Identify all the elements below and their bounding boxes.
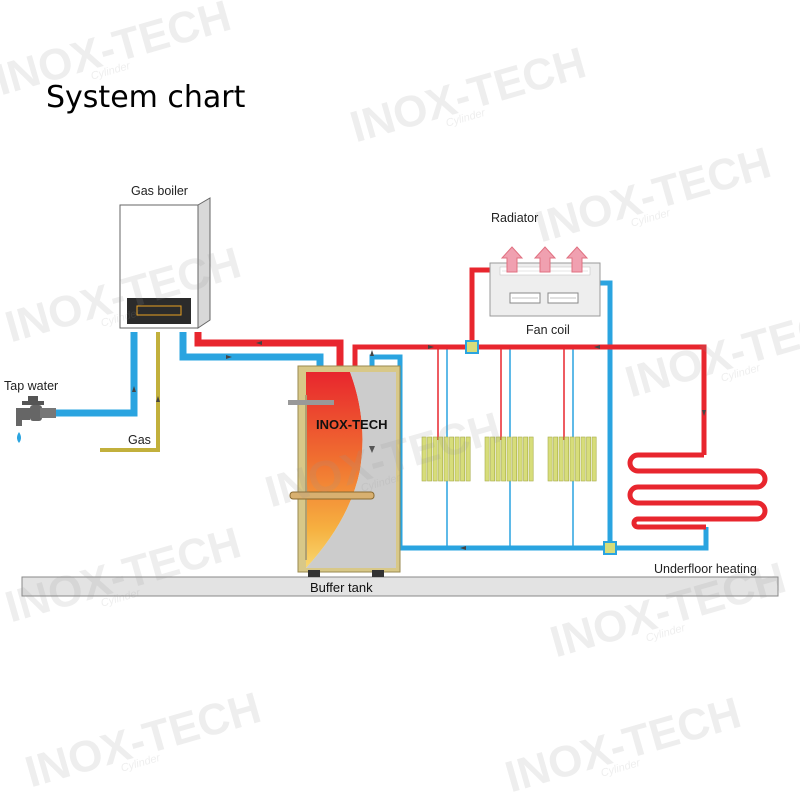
radiator-fin [564, 436, 569, 482]
radiator-fin [484, 436, 490, 482]
radiator-fin [443, 436, 449, 482]
radiator-fin [512, 436, 517, 482]
gas-pipe [100, 332, 160, 452]
heating-supply-pipe [352, 344, 707, 455]
radiator-fin [591, 436, 597, 482]
water-tap-icon [16, 396, 56, 443]
radiator-fin [495, 436, 501, 482]
radiator-fin [553, 436, 558, 482]
floor-platform [21, 576, 779, 597]
label-underfloor-heating: Underfloor heating [654, 562, 757, 576]
boiler-display-panel [127, 298, 191, 324]
radiator-fin [454, 436, 460, 482]
heating-element [289, 491, 375, 500]
radiator-fin [449, 436, 454, 482]
label-buffer-tank: Buffer tank [310, 580, 373, 595]
buffer-tank [288, 365, 401, 577]
radiator-fin [569, 436, 575, 482]
radiator-fin [575, 436, 580, 482]
radiator-fin [501, 436, 506, 482]
heating-return-pipe [369, 280, 613, 560]
page-title: System chart [46, 80, 246, 115]
label-gas: Gas [128, 433, 151, 447]
label-fan-coil: Fan coil [526, 323, 570, 337]
radiator-fin [432, 436, 438, 482]
radiator-fin [506, 436, 512, 482]
warm-air-arrows [500, 246, 589, 273]
radiator-fin [427, 436, 432, 482]
underfloor-heating-coil [627, 452, 768, 530]
radiator-fin [517, 436, 523, 482]
valve-fan-coil [465, 340, 479, 354]
label-tap-water: Tap water [4, 379, 59, 393]
radiator-fin [528, 436, 534, 482]
boiler-supply-pipe [194, 332, 344, 368]
gas-boiler [119, 197, 211, 329]
flow-arrows [132, 341, 706, 550]
radiator-fin [523, 436, 528, 482]
radiator-fin [438, 436, 443, 482]
radiator-fin [490, 436, 495, 482]
radiator-fin [465, 436, 471, 482]
radiator-panel-3 [547, 436, 597, 482]
tap-water-pipe [56, 332, 138, 417]
tank-brand-label: INOX-TECH [316, 417, 388, 432]
radiator-panel-1 [421, 436, 471, 482]
radiator-panels [421, 436, 597, 482]
radiator-fin [421, 436, 427, 482]
radiator-panel-2 [484, 436, 534, 482]
radiator-fin [460, 436, 465, 482]
radiator-fin [580, 436, 586, 482]
radiator-fin [547, 436, 553, 482]
label-radiator: Radiator [491, 211, 539, 225]
radiator-fin [558, 436, 564, 482]
label-gas-boiler: Gas boiler [131, 184, 188, 198]
fan-coil-supply-pipe [469, 267, 490, 347]
valve-underfloor [603, 541, 617, 555]
radiator-fin [586, 436, 591, 482]
underfloor-return-pipe [610, 527, 709, 551]
